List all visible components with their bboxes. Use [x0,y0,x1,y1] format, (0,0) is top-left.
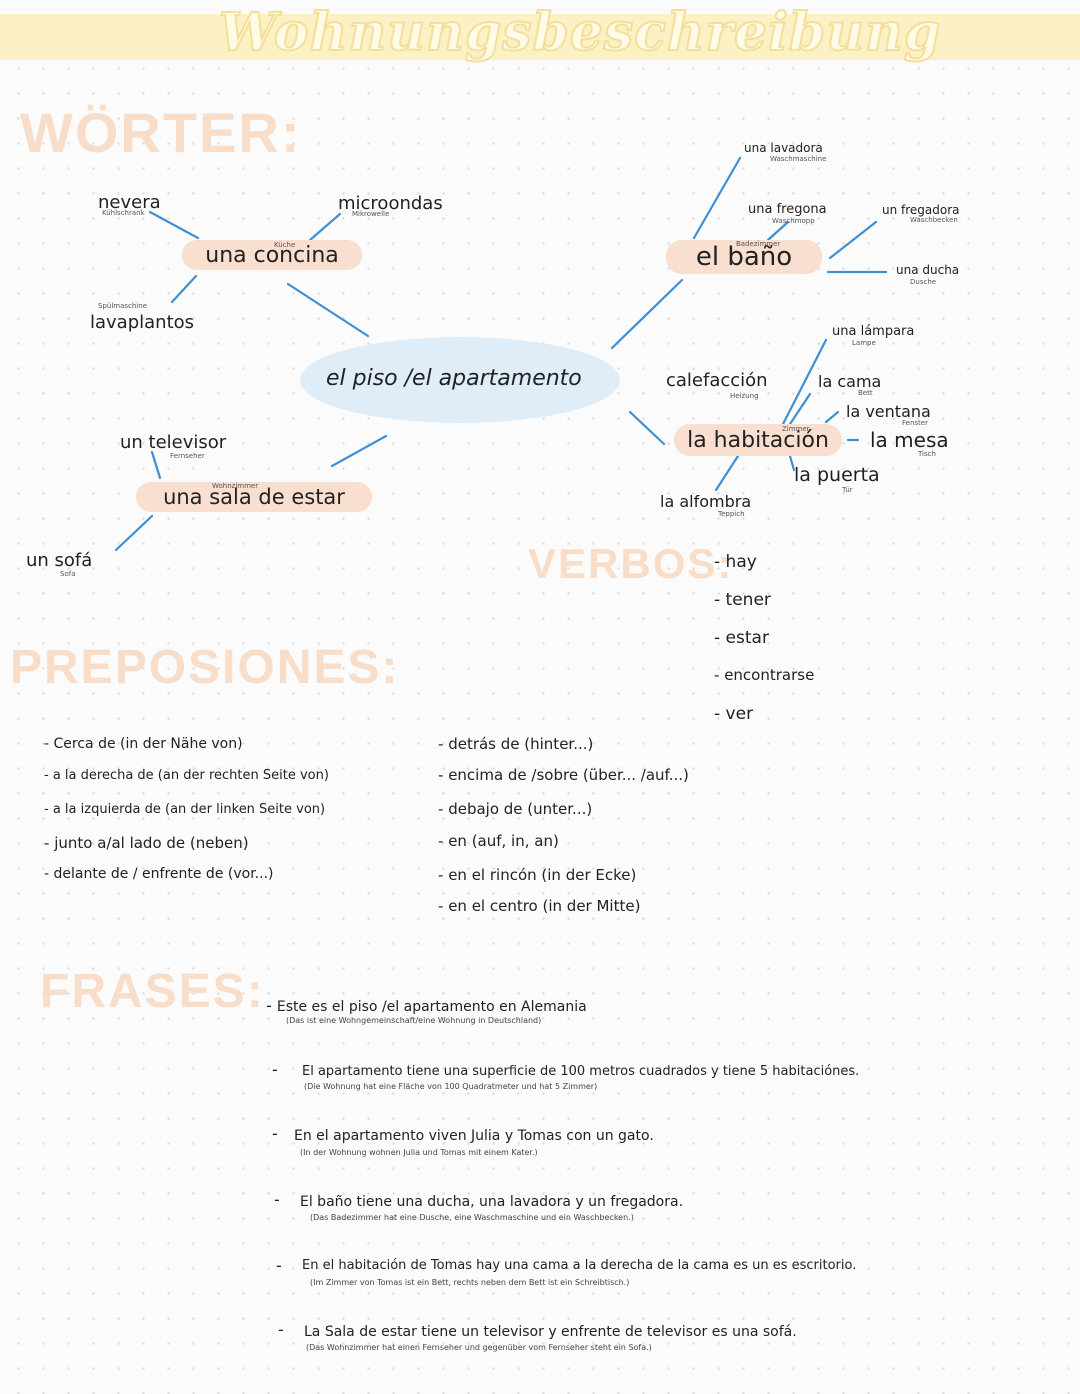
item-lavadora: una lavadora [744,141,823,155]
item-alfombra-de: Teppich [718,510,745,518]
item-alfombra: la alfombra [660,492,752,511]
heading-preposiciones: PREPOSIONES: [10,641,400,694]
sentence-de: (Das Wohnzimmer hat einen Fernseher und … [306,1343,652,1352]
sentence-es: En el apartamento viven Julia y Tomas co… [294,1128,654,1144]
room-bano-label: el baño [695,242,793,272]
prep-item: - en el rincón (in der Ecke) [438,866,637,884]
item-nevera-de: Kühlschrank [102,209,145,217]
verb-item: - estar [714,628,769,648]
item-fregona: una fregona [748,202,827,217]
room-cocina-label: una concina [205,242,339,268]
mindmap-connectors [114,156,888,552]
item-fregadora-de: Waschbecken [910,216,958,224]
prep-item: - junto a/al lado de (neben) [44,834,249,852]
item-sofa: un sofá [26,550,93,571]
sentence-item: - Este es el piso /el apartamento en Ale… [266,996,587,1015]
sentence-dash: - [272,1060,278,1079]
heading-frases: FRASES: [40,965,265,1018]
item-lampara: una lámpara [832,324,915,339]
room-bano: el baño [666,240,822,274]
room-habitacion: la habitación [674,424,842,456]
sentence-dash: - [278,1320,284,1339]
item-calefaccion: calefacción [666,370,768,391]
room-sala: una sala de estar [136,482,372,512]
prep-item: - en (auf, in, an) [438,832,559,850]
item-televisor-de: Fernseher [170,452,205,460]
room-cocina-de: Küche [274,241,296,249]
sentence-de: (Im Zimmer von Tomas ist ein Bett, recht… [310,1278,630,1287]
item-mesa: la mesa [870,428,949,452]
prep-item: - en el centro (in der Mitte) [438,897,641,915]
sentence-dash: - [276,1256,282,1275]
room-cocina: una concina [182,240,362,270]
center-bubble [300,337,620,423]
title-band [0,14,1080,60]
prep-item: - a la derecha de (an der rechten Seite … [44,768,329,783]
item-fregona-de: Waschmopp [772,217,815,225]
item-lavadora-de: Waschmaschine [770,155,827,163]
prep-item: - a la izquierda de (an der linken Seite… [44,802,326,817]
sentence-de: (Die Wohnung hat eine Fläche von 100 Qua… [304,1082,598,1091]
item-sofa-de: Sofa [60,570,76,578]
item-lampara-de: Lampe [852,339,876,347]
item-fregadora: un fregadora [882,203,960,217]
heading-verbos: VERBOS: [528,540,734,587]
center-label: el piso /el apartamento [326,366,582,391]
room-habitacion-label: la habitación [687,427,829,453]
item-cama-de: Bett [858,389,873,397]
page-title: Wohnungsbeschreibung [218,1,942,64]
item-ducha-de: Dusche [910,278,937,286]
sentence-de: (Das ist eine Wohngemeinschaft/eine Wohn… [286,1016,542,1025]
prep-item: - Cerca de (in der Nähe von) [44,736,243,752]
prep-item: - encima de /sobre (über... /auf...) [438,766,689,784]
verb-item: - tener [714,590,771,610]
item-mesa-de: Tisch [918,450,936,458]
item-lavaplantos: lavaplantos [90,312,195,333]
heading-woerter: WÖRTER: [20,101,302,164]
prep-item: - detrás de (hinter...) [438,735,594,753]
item-microondas-de: Mikrowelle [352,210,390,218]
item-puerta-de: Tür [842,486,853,494]
room-habitacion-de: Zimmer [782,425,810,433]
item-cama: la cama [818,372,882,391]
sentence-es: El baño tiene una ducha, una lavadora y … [300,1194,684,1210]
item-nevera: nevera [98,192,161,213]
sentence-de: (In der Wohnung wohnen Julia und Tomas m… [300,1148,538,1157]
room-bano-de: Badezimmer [736,240,781,248]
prep-item: - debajo de (unter...) [438,800,593,818]
sentence-dash: - [274,1190,280,1209]
sentence-de: (Das Badezimmer hat eine Dusche, eine Wa… [310,1213,634,1222]
sentence-es: En el habitación de Tomas hay una cama a… [302,1258,857,1273]
item-ducha: una ducha [896,263,960,277]
sentence-es: Este es el piso /el apartamento en Alema… [276,999,587,1015]
item-calefaccion-de: Heizung [730,392,759,400]
verb-item: - encontrarse [714,666,815,684]
item-microondas: microondas [338,193,443,214]
item-ventana-de: Fenster [902,419,928,427]
prep-item: - delante de / enfrente de (vor...) [44,866,274,882]
sentence-dash: - [272,1124,278,1143]
room-sala-label: una sala de estar [163,485,345,509]
verb-item: - hay [714,552,757,572]
item-puerta: la puerta [794,464,880,486]
item-ventana: la ventana [846,402,931,421]
verb-item: - ver [714,704,754,724]
item-lavaplantos-de: Spülmaschine [98,302,147,310]
sentence-es: La Sala de estar tiene un televisor y en… [304,1324,797,1340]
room-sala-de: Wohnzimmer [212,482,259,490]
sentence-es: El apartamento tiene una superficie de 1… [302,1064,860,1079]
item-televisor: un televisor [120,432,227,453]
